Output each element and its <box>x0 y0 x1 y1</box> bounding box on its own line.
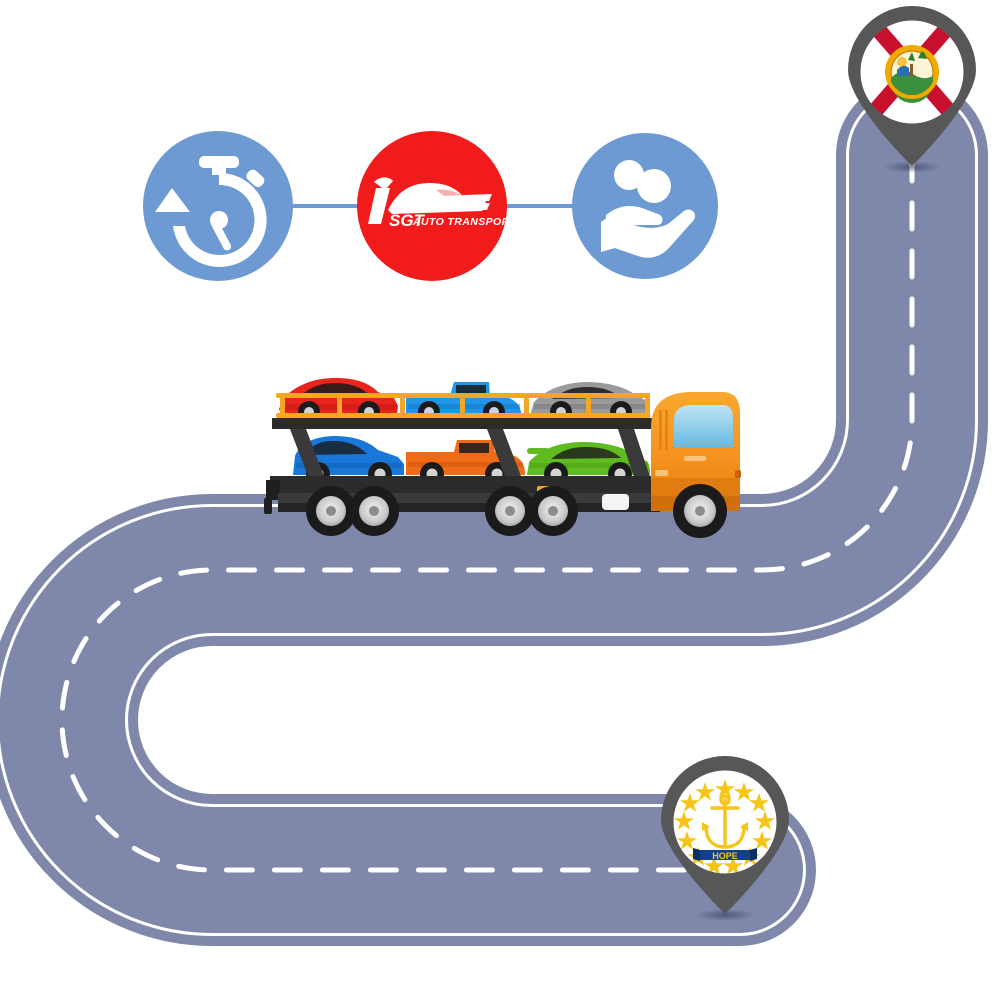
lower-deck-vehicles <box>293 436 650 486</box>
stopwatch-refresh-icon <box>155 156 267 267</box>
upper-deck-vehicles <box>276 378 650 423</box>
ri-anchor-icon <box>704 794 746 849</box>
upper-deck-rails <box>276 393 650 419</box>
origin-pin-florida[interactable] <box>848 6 976 173</box>
sgt-brand-secondary: AUTO TRANSPORT <box>412 216 517 228</box>
badge-sgt-logo[interactable]: SGT AUTO TRANSPORT <box>357 131 517 281</box>
ri-motto-text: HOPE <box>712 851 738 861</box>
truck-wheels <box>306 484 727 538</box>
sgt-brand-primary: SGT <box>389 211 426 230</box>
rhode-island-state-flag: HOPE <box>673 770 777 874</box>
origin-pin-shadow <box>882 161 942 173</box>
badge-customer-care[interactable] <box>572 133 718 279</box>
sgt-auto-transport-logo <box>368 177 492 224</box>
badge-fast-delivery[interactable] <box>143 131 293 281</box>
ri-hope-ribbon: HOPE <box>693 848 757 861</box>
destination-pin-rhode-island[interactable]: HOPE <box>661 756 789 921</box>
hand-holding-people-icon <box>601 160 696 258</box>
florida-state-flag <box>860 20 964 124</box>
upper-deck-floor <box>272 418 654 429</box>
origin-pin-ring <box>853 13 971 131</box>
destination-pin-shadow <box>695 909 755 921</box>
destination-pin-ring <box>666 763 784 881</box>
trailer-plate <box>602 494 629 510</box>
